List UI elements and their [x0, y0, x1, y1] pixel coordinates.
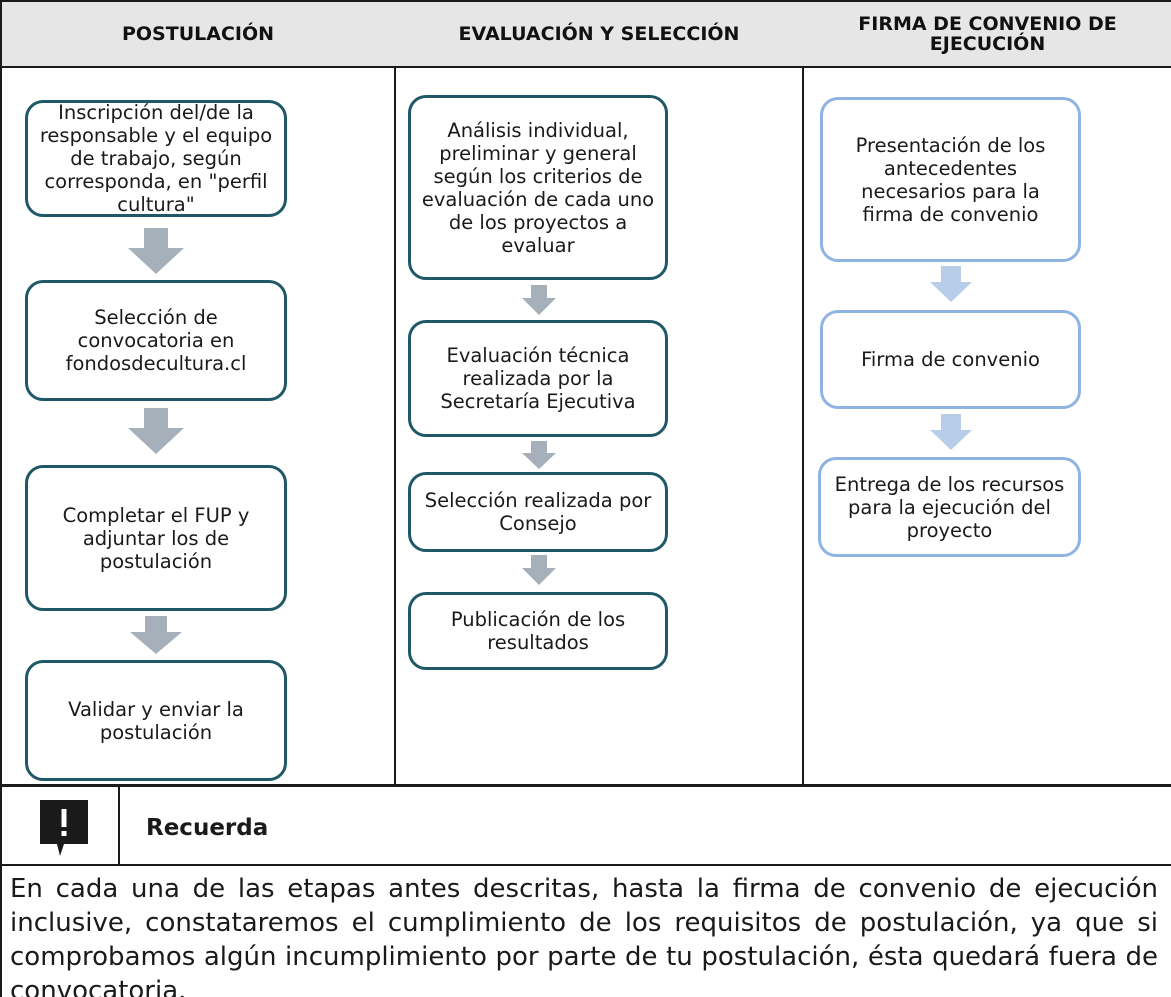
step-completar-fup: Completar el FUP y adjuntar los de postu… [25, 465, 287, 611]
column-header-firma: FIRMA DE CONVENIO DE EJECUCIÓN [858, 13, 1117, 55]
note-title: Recuerda [146, 815, 269, 841]
note-body: En cada una de las etapas antes descrita… [10, 874, 1158, 997]
arrow-down-icon [522, 555, 556, 585]
flow-bottom-border [0, 784, 1171, 787]
step-analisis: Análisis individual, preliminar y genera… [408, 95, 668, 280]
step-seleccion-consejo: Selección realizada por Consejo [408, 472, 668, 552]
column-divider-1 [394, 0, 396, 786]
step-validar-enviar: Validar y enviar la postulación [25, 660, 287, 781]
step-publicacion: Publicación de los resultados [408, 592, 668, 670]
arrow-down-icon [128, 408, 184, 454]
alert-speech-bubble-icon [40, 800, 88, 856]
arrow-down-icon [522, 285, 556, 315]
step-firma-convenio: Firma de convenio [820, 310, 1081, 409]
note-icon-divider [118, 786, 120, 865]
column-header-evaluacion: EVALUACIÓN Y SELECCIÓN [458, 23, 740, 45]
column-divider-2 [802, 0, 804, 786]
arrow-down-icon [130, 616, 182, 654]
arrow-down-icon [522, 441, 556, 469]
arrow-down-icon [930, 414, 972, 450]
step-presentacion-antecedentes: Presentación de los antecedentes necesar… [820, 97, 1081, 262]
step-entrega-recursos: Entrega de los recursos para la ejecució… [818, 457, 1081, 557]
column-header-postulacion: POSTULACIÓN [121, 23, 275, 45]
table-top-border [0, 0, 1171, 2]
note-divider [0, 864, 1171, 866]
arrow-down-icon [930, 266, 972, 302]
table-left-border [0, 0, 2, 997]
step-inscripcion: Inscripción del/de la responsable y el e… [25, 100, 287, 217]
header-bottom-border [0, 66, 1171, 68]
header-row [2, 2, 1171, 66]
step-seleccion-convocatoria: Selección de convocatoria en fondosdecul… [25, 280, 287, 401]
step-evaluacion-tecnica: Evaluación técnica realizada por la Secr… [408, 320, 668, 437]
arrow-down-icon [128, 228, 184, 274]
